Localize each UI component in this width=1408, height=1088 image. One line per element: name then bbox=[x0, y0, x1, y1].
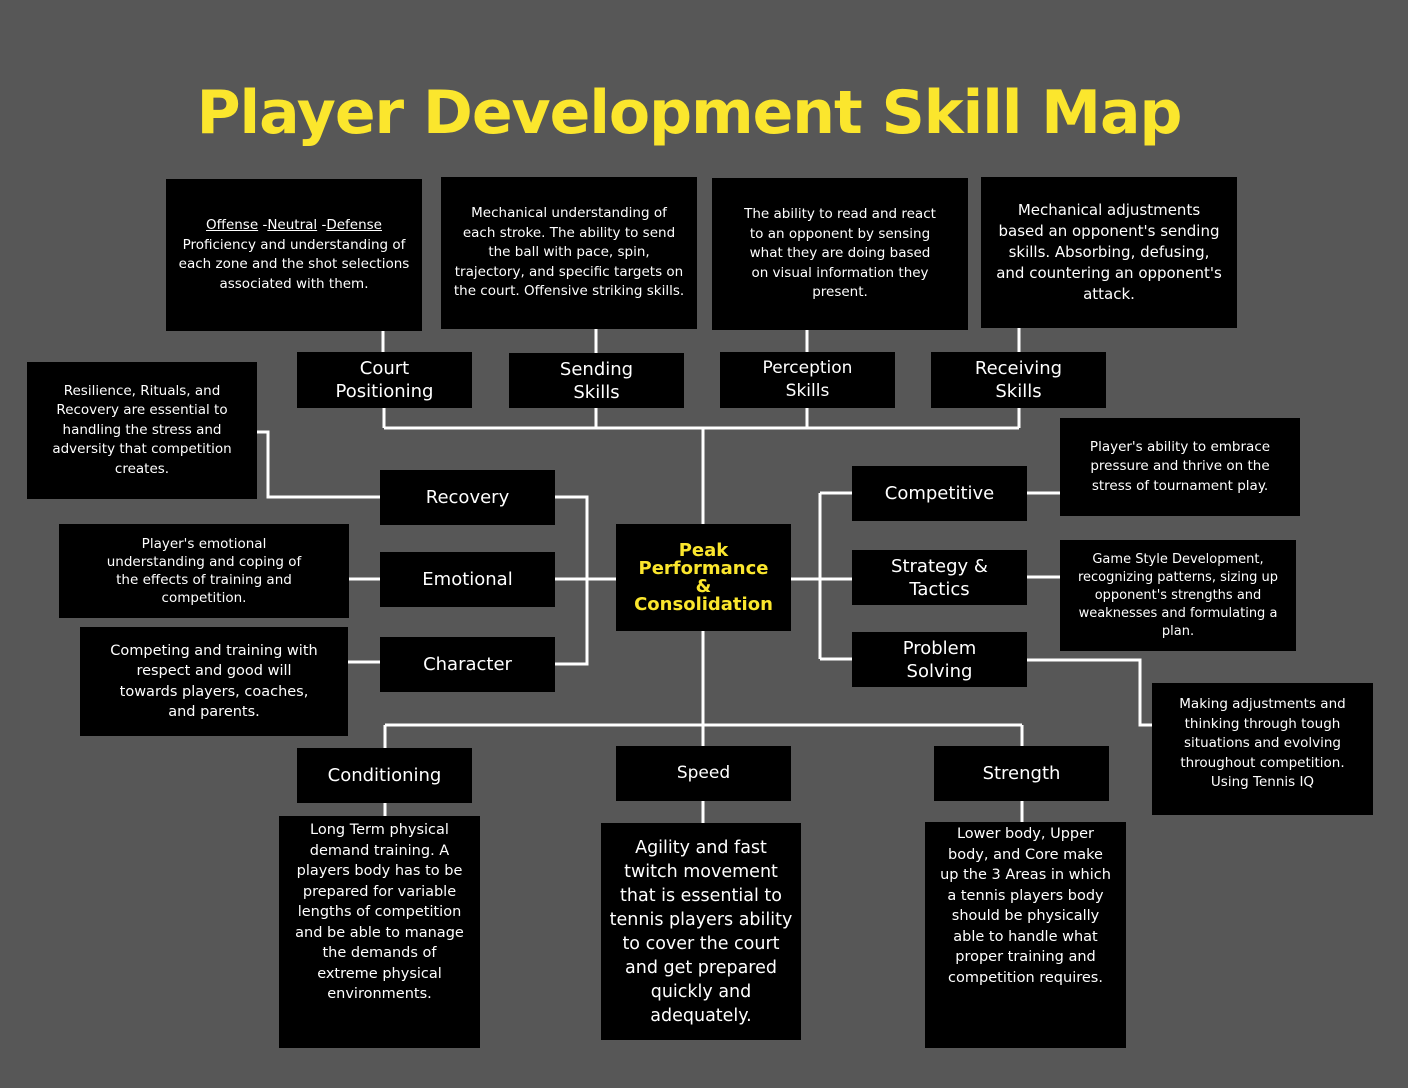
strength-description: Lower body, Upper body, and Core make up… bbox=[925, 822, 1126, 1048]
separator: - bbox=[258, 217, 268, 233]
emotional-node[interactable]: Emotional bbox=[380, 552, 555, 607]
recovery-node[interactable]: Recovery bbox=[380, 470, 555, 525]
competitive-description: Player's ability to embrace pressure and… bbox=[1060, 418, 1300, 516]
conditioning-description: Long Term physical demand training. A pl… bbox=[279, 816, 480, 1048]
center-line: Performance bbox=[638, 557, 769, 579]
center-line: Peak bbox=[678, 539, 729, 561]
court-positioning-node[interactable]: Court Positioning bbox=[297, 352, 472, 408]
conditioning-node[interactable]: Conditioning bbox=[297, 748, 472, 803]
problem-solving-node[interactable]: Problem Solving bbox=[852, 632, 1027, 687]
character-node[interactable]: Character bbox=[380, 637, 555, 692]
defense-link: Defense bbox=[326, 217, 382, 233]
receiving-skills-node[interactable]: Receiving Skills bbox=[931, 352, 1106, 408]
offense-link: Offense bbox=[206, 217, 259, 233]
problem-solving-description: Making adjustments and thinking through … bbox=[1152, 683, 1373, 815]
sending-skills-node[interactable]: Sending Skills bbox=[509, 353, 684, 408]
separator: - bbox=[317, 217, 327, 233]
competitive-node[interactable]: Competitive bbox=[852, 466, 1027, 521]
receiving-skills-description: Mechanical adjustments based an opponent… bbox=[981, 177, 1237, 328]
strategy-tactics-description: Game Style Development, recognizing patt… bbox=[1060, 540, 1296, 651]
court-description-text: Proficiency and understanding of each zo… bbox=[178, 236, 410, 292]
page-title: Player Development Skill Map bbox=[196, 78, 1183, 148]
neutral-link: Neutral bbox=[267, 217, 318, 233]
perception-skills-node[interactable]: Perception Skills bbox=[720, 352, 895, 408]
center-line: Consolidation bbox=[634, 593, 773, 615]
emotional-description: Player's emotional understanding and cop… bbox=[59, 524, 349, 618]
center-line: & bbox=[695, 575, 712, 597]
strategy-tactics-node[interactable]: Strategy & Tactics bbox=[852, 550, 1027, 605]
sending-skills-description: Mechanical understanding of each stroke.… bbox=[441, 177, 697, 329]
recovery-description: Resilience, Rituals, and Recovery are es… bbox=[27, 362, 257, 499]
speed-node[interactable]: Speed bbox=[616, 746, 791, 801]
character-description: Competing and training with respect and … bbox=[80, 627, 348, 736]
speed-description: Agility and fast twitch movement that is… bbox=[601, 823, 801, 1040]
perception-skills-description: The ability to read and react to an oppo… bbox=[712, 178, 968, 330]
strength-node[interactable]: Strength bbox=[934, 746, 1109, 801]
